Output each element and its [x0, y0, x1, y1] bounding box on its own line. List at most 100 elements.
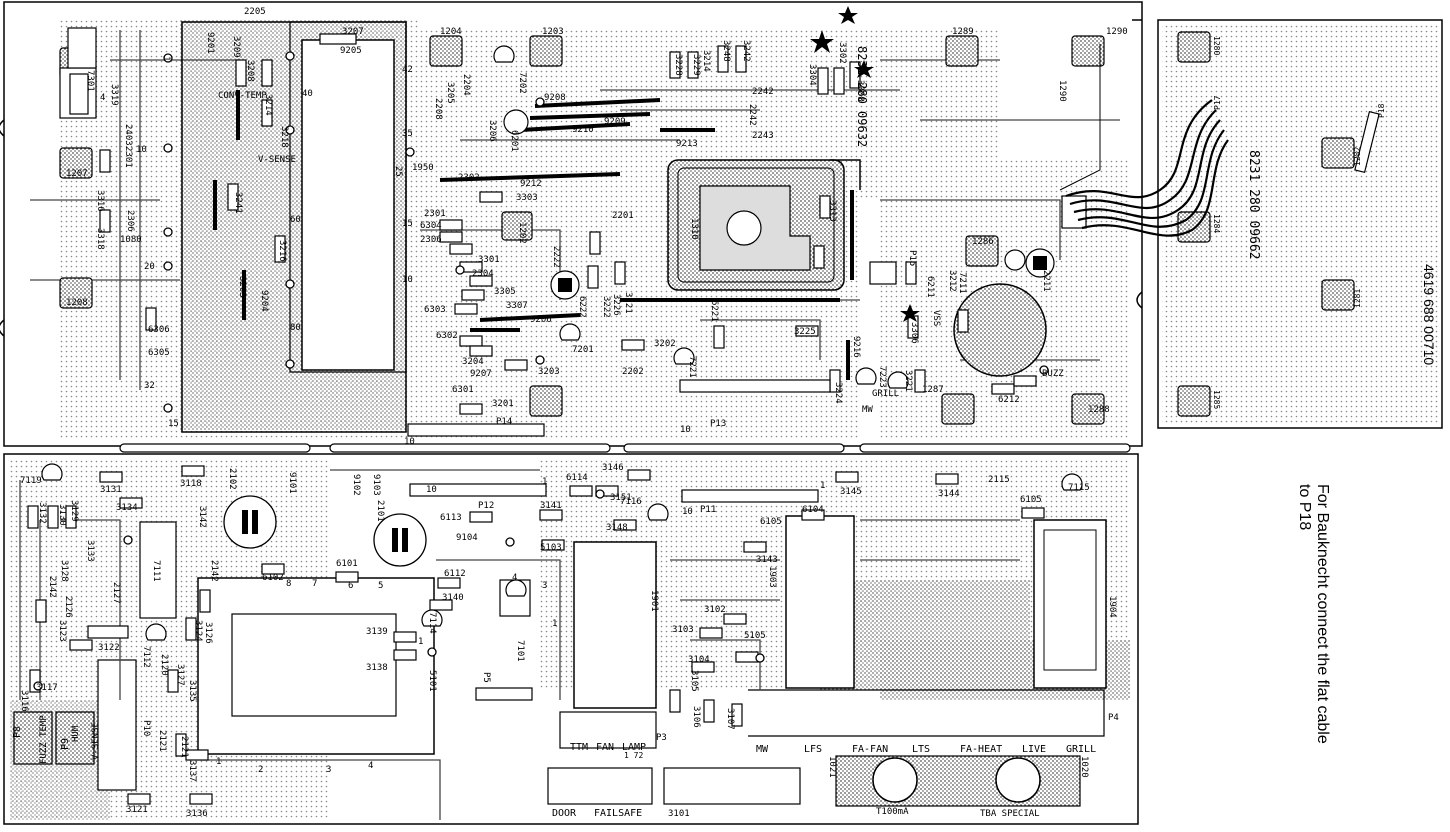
svg-text:3308: 3308: [855, 80, 865, 102]
svg-text:FAILSAFE: FAILSAFE: [594, 808, 642, 819]
svg-text:25: 25: [393, 166, 403, 177]
svg-text:9104: 9104: [456, 533, 478, 543]
svg-text:P8: P8: [12, 726, 23, 738]
svg-text:LTS: LTS: [912, 744, 930, 755]
transistors-top: [493, 45, 909, 389]
svg-text:P4: P4: [1108, 713, 1119, 723]
svg-text:2208: 2208: [433, 98, 443, 120]
relay-1904: [1033, 519, 1107, 689]
svg-text:20: 20: [144, 262, 155, 272]
svg-text:2115: 2115: [988, 475, 1010, 485]
svg-text:10: 10: [680, 425, 691, 435]
svg-text:CONV-TEMP: CONV-TEMP: [218, 91, 267, 101]
relay-1903: [785, 515, 855, 689]
flat-cable: [1065, 99, 1229, 237]
svg-text:3135: 3135: [187, 680, 197, 702]
svg-text:3218: 3218: [279, 126, 289, 148]
star-markers: [810, 6, 920, 322]
svg-text:1202: 1202: [517, 222, 527, 244]
svg-text:3105: 3105: [689, 670, 699, 692]
svg-text:9102: 9102: [351, 474, 361, 496]
svg-text:6303: 6303: [424, 305, 446, 315]
svg-text:7111: 7111: [151, 560, 161, 582]
svg-text:3316: 3316: [95, 190, 105, 212]
svg-text:9201: 9201: [205, 32, 215, 54]
svg-text:3303: 3303: [516, 193, 538, 203]
note-line2: to P18: [1296, 484, 1313, 530]
svg-text:3145: 3145: [840, 487, 862, 497]
svg-text:6301: 6301: [452, 385, 474, 395]
svg-text:1286: 1286: [972, 237, 994, 247]
svg-text:FA-FAN: FA-FAN: [852, 744, 888, 755]
svg-text:1208: 1208: [66, 298, 88, 308]
svg-text:3319: 3319: [109, 84, 119, 106]
svg-text:3318: 3318: [95, 228, 105, 250]
svg-text:6201: 6201: [509, 130, 519, 152]
svg-text:3222: 3222: [601, 296, 611, 318]
svg-text:P17: P17: [1213, 95, 1222, 110]
svg-text:3212: 3212: [947, 270, 957, 292]
svg-text:1: 1: [418, 637, 423, 647]
svg-text:2126: 2126: [63, 596, 73, 618]
svg-text:2302: 2302: [458, 173, 480, 183]
transistors-bottom: [41, 463, 1083, 641]
svg-text:8: 8: [286, 579, 291, 589]
svg-text:10: 10: [404, 437, 415, 447]
svg-text:3118: 3118: [180, 479, 202, 489]
svg-text:1 72: 1 72: [624, 751, 643, 760]
svg-text:9206: 9206: [530, 315, 552, 325]
svg-text:P12: P12: [478, 501, 494, 511]
svg-text:2142: 2142: [209, 560, 219, 582]
svg-text:BUZZ: BUZZ: [1042, 369, 1064, 379]
svg-text:1904: 1904: [1107, 596, 1117, 618]
svg-text:VSS: VSS: [931, 310, 941, 326]
svg-text:3305: 3305: [494, 287, 516, 297]
svg-text:5: 5: [378, 581, 383, 591]
svg-text:9212: 9212: [520, 179, 542, 189]
svg-text:HUM: HUM: [71, 725, 81, 742]
svg-text:3207: 3207: [342, 27, 364, 37]
svg-text:6101: 6101: [336, 559, 358, 569]
svg-text:7114: 7114: [427, 612, 437, 634]
svg-text:2201: 2201: [612, 211, 634, 221]
svg-text:5101: 5101: [427, 670, 437, 692]
connector-p3: [559, 711, 657, 749]
svg-text:7116: 7116: [620, 497, 642, 507]
svg-text:32: 32: [144, 381, 155, 391]
svg-text:P14: P14: [496, 417, 512, 427]
svg-text:15: 15: [168, 419, 179, 429]
svg-text:2243: 2243: [752, 131, 774, 141]
svg-text:MW: MW: [756, 744, 769, 755]
svg-text:7: 7: [312, 579, 317, 589]
svg-text:3107: 3107: [725, 708, 735, 730]
svg-text:1284: 1284: [1212, 214, 1221, 233]
top-traces: [30, 30, 1120, 390]
svg-text:3103: 3103: [672, 625, 694, 635]
svg-text:2121: 2121: [179, 736, 189, 758]
svg-text:7119: 7119: [20, 476, 42, 486]
svg-text:40: 40: [302, 89, 313, 99]
svg-text:6: 6: [348, 581, 353, 591]
svg-text:3205: 3205: [445, 82, 455, 104]
svg-text:3117: 3117: [36, 683, 58, 693]
svg-text:3: 3: [326, 765, 331, 775]
svg-text:1: 1: [161, 56, 171, 61]
svg-text:3204: 3204: [462, 357, 484, 367]
svg-text:3132: 3132: [37, 502, 47, 524]
svg-text:MW: MW: [862, 405, 873, 415]
top-vertical-labels: 8231 280 09632 3228 3229 3214 3248 3242 …: [85, 32, 1067, 404]
svg-text:6102: 6102: [262, 573, 284, 583]
connector-3101: [663, 767, 801, 805]
svg-text:2306: 2306: [125, 210, 135, 232]
vias-top: [163, 51, 1049, 413]
electrolytic-caps-top: [503, 109, 1055, 300]
svg-text:7221: 7221: [687, 356, 697, 378]
svg-text:2120: 2120: [159, 654, 169, 676]
svg-text:1020: 1020: [1079, 756, 1089, 778]
svg-text:3126: 3126: [203, 622, 213, 644]
svg-text:1: 1: [216, 757, 221, 767]
door-connector: [547, 767, 653, 805]
svg-text:7115: 7115: [1068, 483, 1090, 493]
electrolytic-caps-bottom: [223, 495, 427, 567]
svg-text:3143: 3143: [756, 555, 778, 565]
